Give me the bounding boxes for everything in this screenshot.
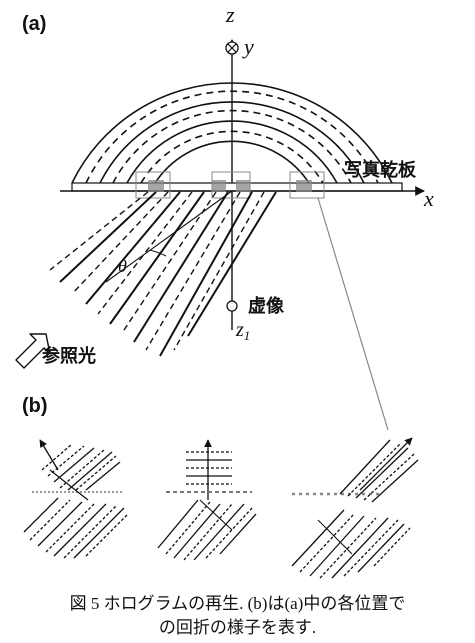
panel-a-label: (a) (22, 13, 46, 35)
plate-label: 写真乾板 (344, 159, 417, 180)
detail-right (291, 437, 419, 579)
detail-left (23, 439, 129, 559)
inspection-windows (135, 171, 325, 199)
panel-b-label: (b) (22, 395, 48, 417)
x-axis-label: x (423, 186, 434, 211)
angle-arc (149, 249, 167, 257)
y-axis-into-page-icon (225, 41, 239, 55)
virtual-image-label: 虚像 (248, 295, 285, 316)
plate-fringe-marks (148, 180, 312, 192)
z1-label: z1 (235, 319, 250, 343)
reference-light-arrow-icon (15, 333, 51, 369)
beam-direction (105, 190, 233, 283)
hologram-reconstruction-diagram: (a) z y 写真乾板 x (15, 2, 434, 579)
figure-caption: 図 5 ホログラムの再生. (b)は(a)中の各位置で の回折の様子を表す. (0, 592, 475, 640)
detail-center (157, 439, 257, 561)
virtual-image-point (226, 300, 238, 312)
caption-line-1: 図 5 ホログラムの再生. (b)は(a)中の各位置で (69, 594, 406, 613)
reference-light-label: 参照光 (42, 345, 96, 366)
diffracted-wavefronts (71, 82, 393, 184)
z-axis-label: z (225, 2, 235, 27)
reference-beam-lines (49, 191, 277, 357)
angle-label: θ (118, 256, 127, 276)
zoom-connector (317, 197, 389, 431)
caption-line-2: の回折の様子を表す. (158, 618, 317, 637)
y-axis-label: y (242, 34, 254, 59)
